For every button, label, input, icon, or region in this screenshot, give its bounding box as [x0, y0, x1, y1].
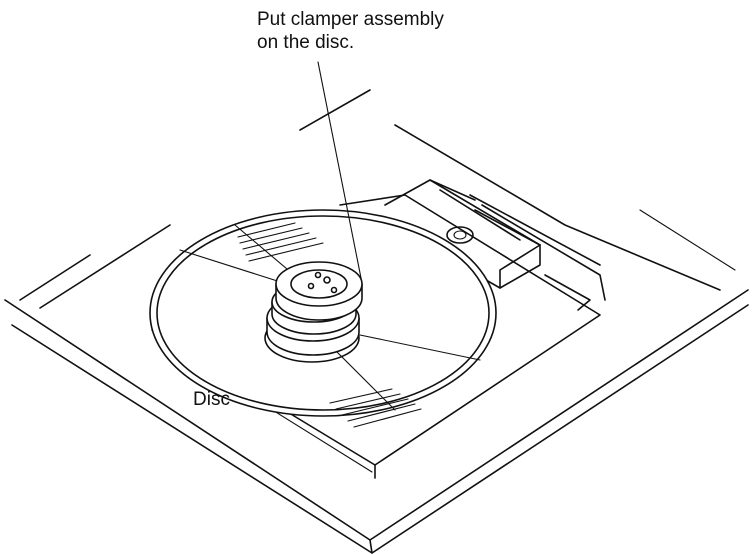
clamper-hole-icon	[307, 282, 315, 290]
disc-reflection-top	[237, 222, 324, 262]
disc-label: Disc	[193, 389, 230, 410]
clamper-instruction-callout: Put clamper assembly on the disc.	[257, 8, 444, 54]
player-deck	[4, 89, 749, 554]
clamper-hole-icon	[314, 271, 322, 279]
clamper-hole-icon	[330, 286, 338, 294]
callout-line-2: on the disc.	[257, 32, 355, 53]
adjust-screw-icon	[446, 226, 474, 244]
clamper-assembly	[264, 261, 363, 363]
disc-reflection-bottom	[329, 388, 422, 428]
callout-leader-line	[317, 61, 363, 284]
callout-line-1: Put clamper assembly	[257, 9, 444, 30]
clamper-hole-icon	[323, 276, 331, 284]
